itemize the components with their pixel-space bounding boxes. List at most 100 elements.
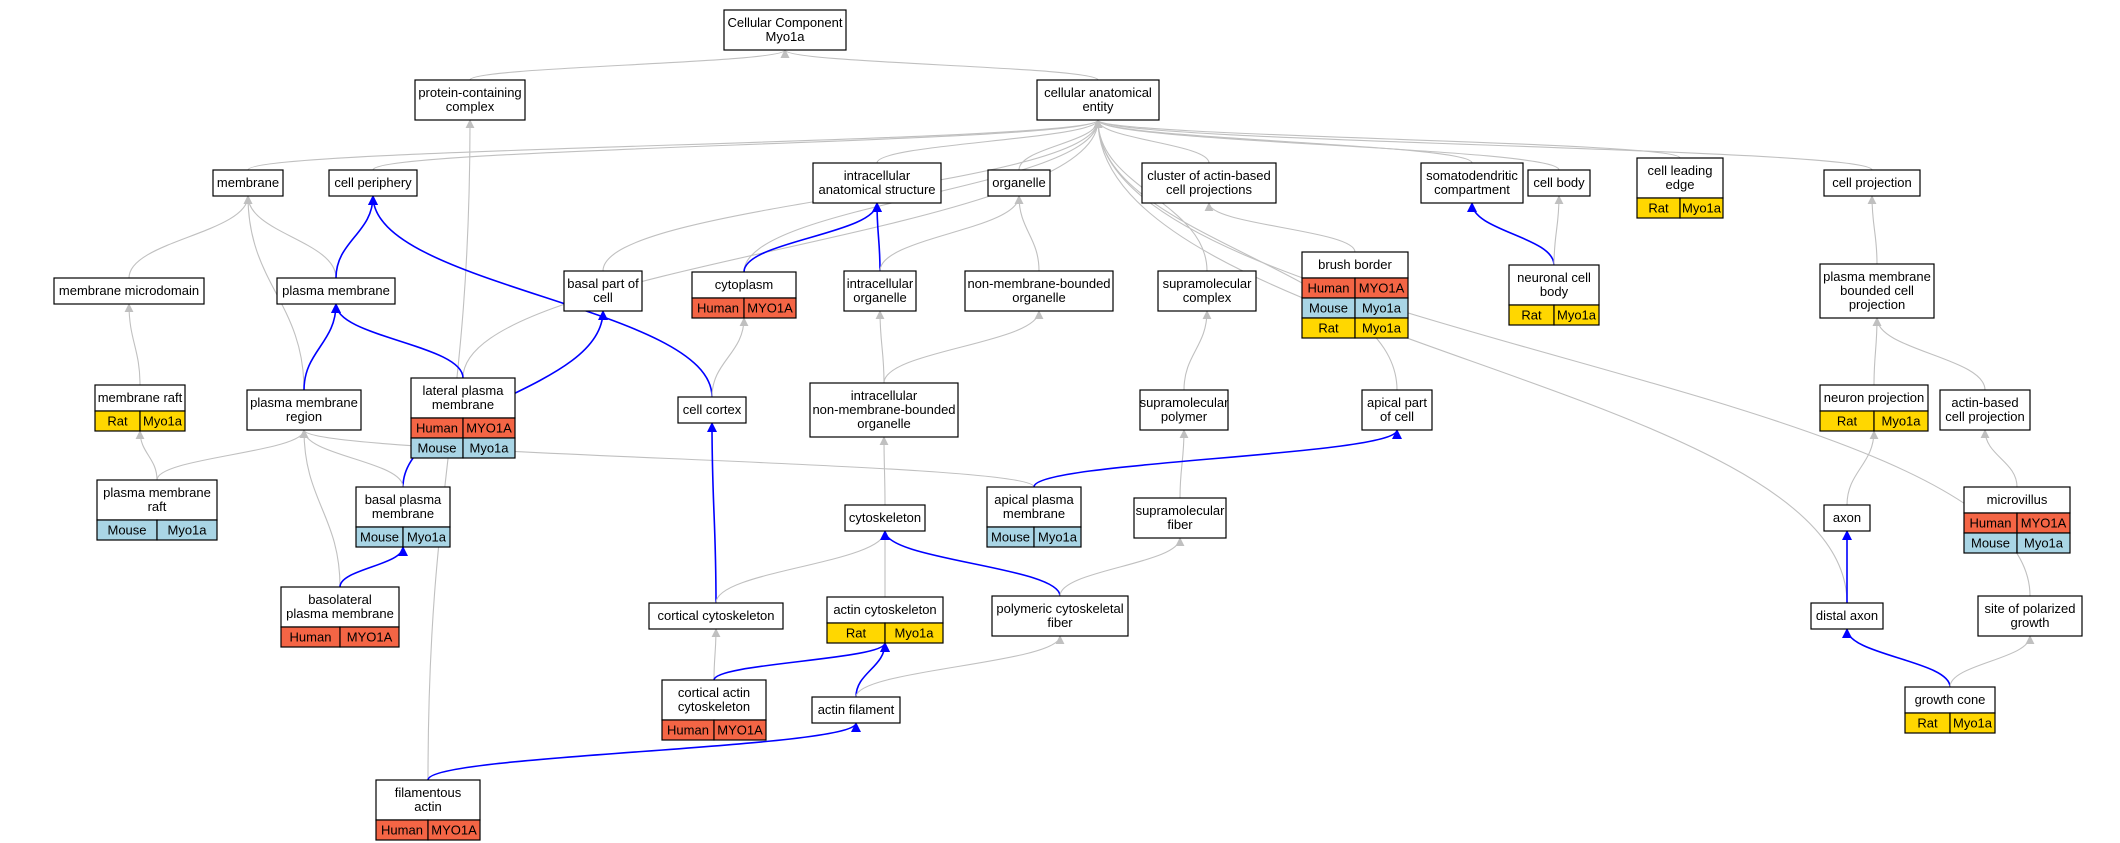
edge-memmicro-to-membrane <box>128 195 253 279</box>
edge-cellperiph-to-cae <box>372 119 1103 171</box>
edge-bpm-to-pmr <box>299 429 404 488</box>
node-label: neuronal cell <box>1517 270 1591 285</box>
node-label: actin <box>414 799 441 814</box>
node-label: membrane <box>217 175 279 190</box>
edge-distal-to-cae <box>1093 119 1848 604</box>
node-label: filamentous <box>395 785 462 800</box>
node-cytoskel[interactable]: cytoskeleton <box>844 504 926 532</box>
species-label: Mouse <box>991 530 1030 545</box>
node-af[interactable]: actin filament <box>811 696 901 724</box>
node-label: cytoplasm <box>715 277 774 292</box>
node-cellproj[interactable]: cell projection <box>1823 169 1921 197</box>
edge-inmbo-to-io <box>875 310 885 384</box>
edge-pmr-to-pm <box>303 303 341 391</box>
node-label: entity <box>1082 99 1114 114</box>
node-membrane[interactable]: membrane <box>212 169 284 197</box>
node-label: actin cytoskeleton <box>833 602 936 617</box>
node-organelle[interactable]: organelle <box>987 169 1051 197</box>
node-ccs[interactable]: cortical cytoskeleton <box>648 602 784 630</box>
node-box <box>1823 169 1921 197</box>
node-label: distal axon <box>1816 608 1878 623</box>
node-pm[interactable]: plasma membrane <box>276 277 396 305</box>
edge-cortex-to-cellperiph <box>368 195 713 398</box>
node-label: protein-containing <box>418 85 521 100</box>
node-label: apical plasma <box>994 492 1074 507</box>
node-axon[interactable]: axon <box>1823 504 1871 532</box>
edge-cae-to-root <box>780 49 1099 81</box>
node-label: polymeric cytoskeletal <box>996 601 1123 616</box>
node-distal[interactable]: distal axon <box>1810 602 1884 630</box>
gene-label: MYO1A <box>717 723 763 738</box>
node-inmbo[interactable]: intracellularnon-membrane-boundedorganel… <box>809 382 959 438</box>
node-label: plasma membrane <box>103 485 211 500</box>
node-label: cell projections <box>1166 182 1252 197</box>
gene-cell <box>462 437 516 459</box>
edge-cortex-to-cytoplasm <box>711 317 749 398</box>
edge-cellbody-to-cae <box>1093 119 1560 171</box>
node-label: basal plasma <box>365 492 442 507</box>
node-label: plasma membrane <box>250 395 358 410</box>
species-label: Mouse <box>107 523 146 538</box>
node-cellperiph[interactable]: cell periphery <box>328 169 418 197</box>
node-box <box>1527 169 1591 197</box>
gene-label: Myo1a <box>469 441 509 456</box>
node-label: edge <box>1666 177 1695 192</box>
gene-label: MYO1A <box>1359 281 1405 296</box>
node-label: plasma membrane <box>286 606 394 621</box>
node-box <box>1819 263 1935 319</box>
edge-af-to-acs <box>855 642 890 698</box>
node-cellbody[interactable]: cell body <box>1527 169 1591 197</box>
species-label: Rat <box>1521 308 1542 323</box>
node-box <box>246 389 362 431</box>
edge-io-to-ias <box>872 202 883 272</box>
gene-label: MYO1A <box>347 630 393 645</box>
node-box <box>1508 264 1600 306</box>
node-label: compartment <box>1434 182 1510 197</box>
edge-io-to-organelle <box>879 195 1024 272</box>
node-box <box>1139 389 1229 431</box>
gene-label: MYO1A <box>431 823 477 838</box>
node-box <box>1133 497 1227 539</box>
node-box <box>723 9 847 51</box>
edge-mraft-to-memmicro <box>124 303 141 386</box>
node-memmicro[interactable]: membrane microdomain <box>53 277 205 305</box>
edge-lpm-to-pm <box>331 303 464 379</box>
edge-pcf-to-smf <box>1059 537 1185 597</box>
node-cortex[interactable]: cell cortex <box>677 396 747 424</box>
species-label: Rat <box>1318 321 1339 336</box>
